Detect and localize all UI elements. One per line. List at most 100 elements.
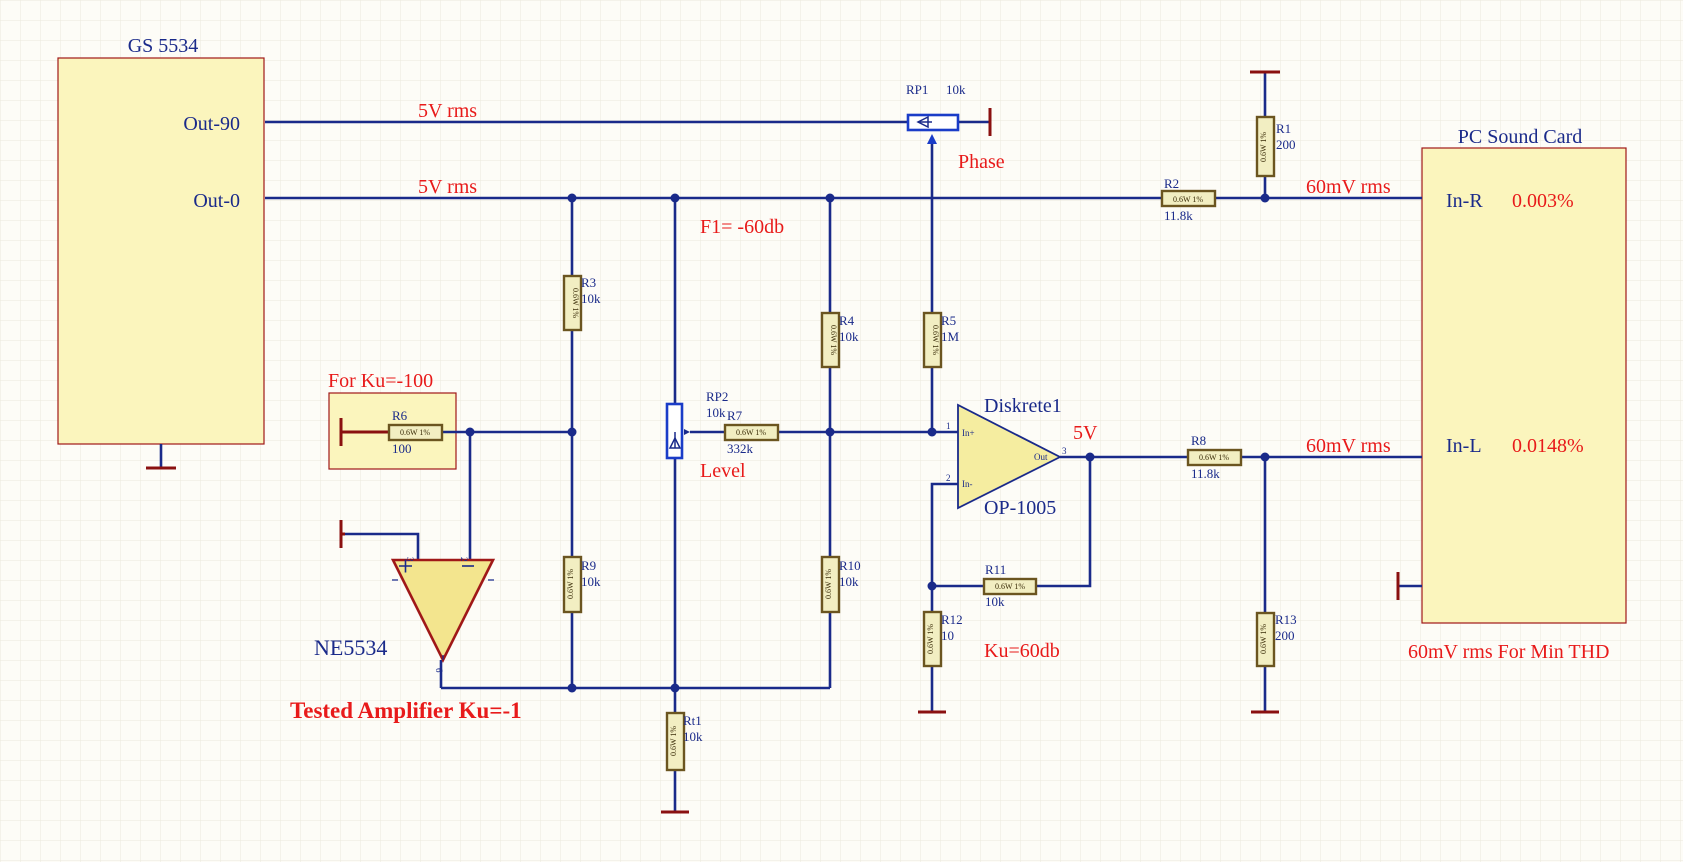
soundcard-title: PC Sound Card: [1458, 126, 1582, 148]
r8-body-label: 0.6W 1%: [1199, 453, 1229, 462]
generator-out90-label: Out-90: [183, 113, 240, 135]
r2-value: 11.8k: [1164, 208, 1193, 223]
diskrete1-pin2: 2: [946, 473, 951, 483]
phase-note: Phase: [958, 151, 1005, 173]
thd-right-value: 0.003%: [1512, 190, 1574, 212]
rp2-ref: RP2: [706, 389, 728, 404]
r5-body-label: 0.6W 1%: [931, 325, 940, 355]
r12-body-label: 0.6W 1%: [926, 624, 935, 654]
resistor-r3[interactable]: 0.6W 1% R3 10k: [562, 274, 601, 332]
r9-value: 10k: [581, 574, 601, 589]
r5-value: 1M: [941, 329, 960, 344]
annotations: 5V rms 5V rms 60mV rms 60mV rms 5V Phase…: [290, 100, 1391, 723]
opamp-diskrete1[interactable]: Diskrete1 OP-1005 In+ In- Out 1 2 3: [946, 395, 1067, 519]
resistor-r11[interactable]: 0.6W 1% R11 10k: [982, 562, 1038, 609]
resistor-r4[interactable]: 0.6W 1% R4 10k: [820, 311, 859, 369]
resistor-r8[interactable]: 0.6W 1% R8 11.8k: [1186, 433, 1243, 481]
diskrete1-pin3: 3: [1062, 446, 1067, 456]
r11-value: 10k: [985, 594, 1005, 609]
ne5534-pin6: 6: [434, 668, 444, 673]
diskrete1-ref: Diskrete1: [984, 395, 1062, 417]
rp2-value: 10k: [706, 405, 726, 420]
r1-body-label: 0.6W 1%: [1259, 132, 1268, 162]
r3-body-label: 0.6W 1%: [571, 288, 580, 318]
ne5534-ref: NE5534: [314, 635, 387, 660]
r6-value: 100: [392, 441, 412, 456]
r9-ref: R9: [581, 558, 596, 573]
generator-title: GS 5534: [128, 35, 199, 57]
diskrete1-in-minus: In-: [962, 479, 973, 489]
rp1-value: 10k: [946, 82, 966, 97]
out0-level: 5V rms: [418, 176, 477, 198]
r6-ref: R6: [392, 408, 408, 423]
r2-ref: R2: [1164, 176, 1179, 191]
generator-out0-label: Out-0: [193, 190, 240, 212]
resistor-r2[interactable]: 0.6W 1% R2 11.8k: [1160, 176, 1217, 223]
r4-body-label: 0.6W 1%: [829, 325, 838, 355]
resistor-r13[interactable]: 0.6W 1% R13 200: [1255, 611, 1297, 668]
out90-level: 5V rms: [418, 100, 477, 122]
r13-body-label: 0.6W 1%: [1259, 624, 1268, 654]
diskrete1-pin1: 1: [946, 421, 951, 431]
tested-amp-note: Tested Amplifier Ku=-1: [290, 698, 522, 723]
ground-symbols: [146, 70, 1400, 814]
diskrete1-in-plus: In+: [962, 428, 975, 438]
rt1-ref: Rt1: [683, 713, 702, 728]
r9-body-label: 0.6W 1%: [566, 569, 575, 599]
soundcard-in-l-label: In-L: [1446, 435, 1482, 457]
soundcard-block[interactable]: PC Sound Card In-R 0.003% In-L 0.0148% 6…: [1408, 126, 1627, 663]
resistor-r10[interactable]: 0.6W 1% R10 10k: [820, 555, 861, 614]
right-level: 60mV rms: [1306, 176, 1391, 198]
resistor-r6[interactable]: 0.6W 1% R6 100: [387, 408, 444, 456]
min-thd-note: 60mV rms For Min THD: [1408, 641, 1610, 663]
thd-left-value: 0.0148%: [1512, 435, 1584, 457]
rt1-body-label: 0.6W 1%: [669, 726, 678, 756]
r5-ref: R5: [941, 313, 956, 328]
r13-ref: R13: [1275, 612, 1297, 627]
potentiometer-rp2[interactable]: RP2 10k: [665, 389, 728, 460]
r1-ref: R1: [1276, 121, 1291, 136]
ne5534-pin2: 2: [459, 557, 469, 562]
r7-value: 332k: [727, 441, 754, 456]
rt1-value: 10k: [683, 729, 703, 744]
junctions: [465, 193, 1270, 693]
resistor-r5[interactable]: 0.6W 1% R5 1M: [922, 311, 960, 369]
ne5534-pin3: 3: [405, 557, 415, 562]
potentiometer-rp1[interactable]: RP1 10k: [906, 82, 966, 132]
diskrete1-out: Out: [1034, 452, 1048, 462]
amp-out-level: 5V: [1073, 422, 1098, 444]
generator-block[interactable]: GS 5534 Out-90 Out-0: [57, 35, 265, 445]
resistor-rt1[interactable]: 0.6W 1% Rt1 10k: [665, 711, 703, 772]
r3-value: 10k: [581, 291, 601, 306]
r8-value: 11.8k: [1191, 466, 1220, 481]
r10-body-label: 0.6W 1%: [824, 569, 833, 599]
wires: [159, 72, 1422, 812]
rp1-wiper: [927, 134, 937, 160]
resistor-r7[interactable]: 0.6W 1% R7 332k: [723, 408, 780, 456]
r12-ref: R12: [941, 612, 963, 627]
r7-ref: R7: [727, 408, 743, 423]
resistor-r12[interactable]: 0.6W 1% R12 10: [922, 610, 963, 668]
opamp-ne5534[interactable]: − + 3 2 6 NE5534: [314, 557, 496, 673]
resistor-r1[interactable]: 0.6W 1% R1 200: [1255, 115, 1296, 178]
left-level: 60mV rms: [1306, 435, 1391, 457]
f1-note: F1= -60db: [700, 216, 784, 238]
r13-value: 200: [1275, 628, 1295, 643]
resistor-r9[interactable]: 0.6W 1% R9 10k: [562, 555, 601, 614]
r7-body-label: 0.6W 1%: [736, 428, 766, 437]
rp1-ref: RP1: [906, 82, 928, 97]
r11-ref: R11: [985, 562, 1006, 577]
r8-ref: R8: [1191, 433, 1206, 448]
level-note: Level: [700, 460, 746, 482]
ku-gain-note: Ku=60db: [984, 640, 1060, 662]
r10-ref: R10: [839, 558, 861, 573]
r12-value: 10: [941, 628, 954, 643]
r3-ref: R3: [581, 275, 596, 290]
r11-body-label: 0.6W 1%: [995, 582, 1025, 591]
soundcard-in-r-label: In-R: [1446, 190, 1483, 212]
r4-ref: R4: [839, 313, 855, 328]
r1-value: 200: [1276, 137, 1296, 152]
r10-value: 10k: [839, 574, 859, 589]
ku-load-note: For Ku=-100: [328, 370, 433, 392]
